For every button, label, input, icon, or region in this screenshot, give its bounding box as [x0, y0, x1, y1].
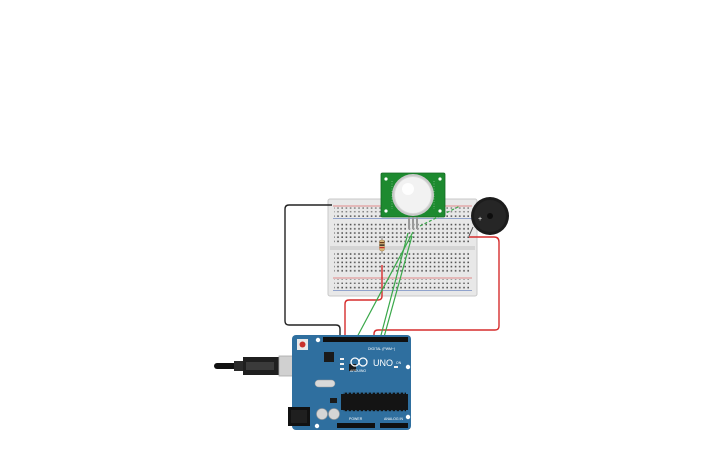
svg-text:+: +	[478, 216, 482, 223]
wire-red-resistor[interactable]	[344, 265, 383, 339]
resistor[interactable]	[379, 236, 385, 254]
wire-black-ground[interactable]	[284, 204, 341, 339]
arduino-uno-board[interactable]: UNO ARDUINO DIGITAL (PWM~) POWER ANALOG …	[288, 335, 411, 430]
analog-header-label: ANALOG IN	[384, 417, 404, 421]
arduino-brand-label: ARDUINO	[350, 369, 366, 373]
arduino-logo-icon	[350, 357, 368, 367]
digital-header-label: DIGITAL (PWM~)	[368, 347, 395, 351]
arduino-model-label: UNO	[373, 358, 393, 368]
pir-motion-sensor[interactable]	[380, 172, 446, 229]
wire-red-power[interactable]	[373, 236, 500, 339]
on-led-label: ON	[396, 361, 402, 365]
power-header-label: POWER	[349, 417, 363, 421]
piezo-buzzer[interactable]: +	[468, 197, 509, 237]
wire-green-2[interactable]	[379, 232, 409, 340]
